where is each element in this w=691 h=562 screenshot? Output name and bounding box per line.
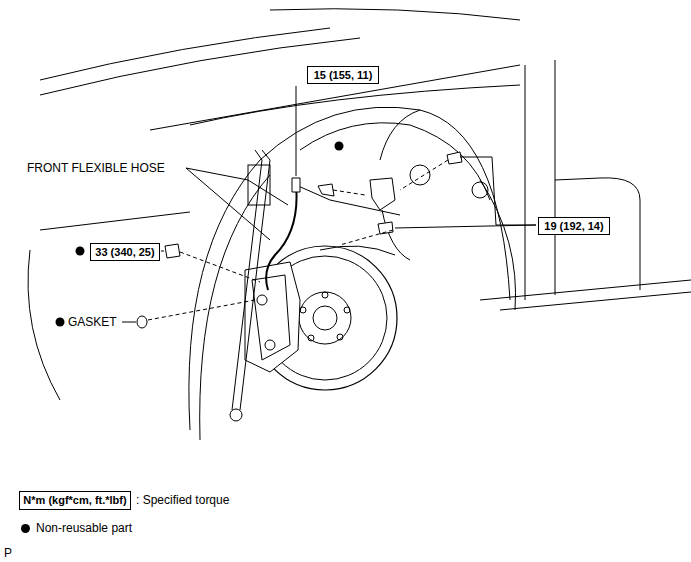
legend-text: : Specified torque [135, 493, 230, 507]
non-reusable-mark [335, 142, 344, 151]
torque-value: N*m (kgf*cm, ft.*lbf) [23, 494, 126, 507]
torque-box: 33 (340, 25) [90, 243, 160, 261]
non-reusable-mark [76, 247, 85, 256]
part-label: FRONT FLEXIBLE HOSE [26, 161, 166, 175]
torque-legend-box: N*m (kgf*cm, ft.*lbf) [19, 491, 131, 510]
part-label: GASKET [67, 315, 118, 329]
torque-value: 19 (192, 14) [544, 220, 603, 233]
torque-box: 15 (155, 11) [307, 66, 379, 84]
non-reusable-mark [56, 318, 65, 327]
torque-box: 19 (192, 14) [538, 217, 610, 235]
legend-text: Non-reusable part [35, 521, 133, 535]
torque-value: 33 (340, 25) [95, 246, 154, 259]
torque-value: 15 (155, 11) [314, 69, 373, 82]
page-marker: P [3, 546, 13, 560]
non-reusable-symbol [21, 524, 30, 533]
